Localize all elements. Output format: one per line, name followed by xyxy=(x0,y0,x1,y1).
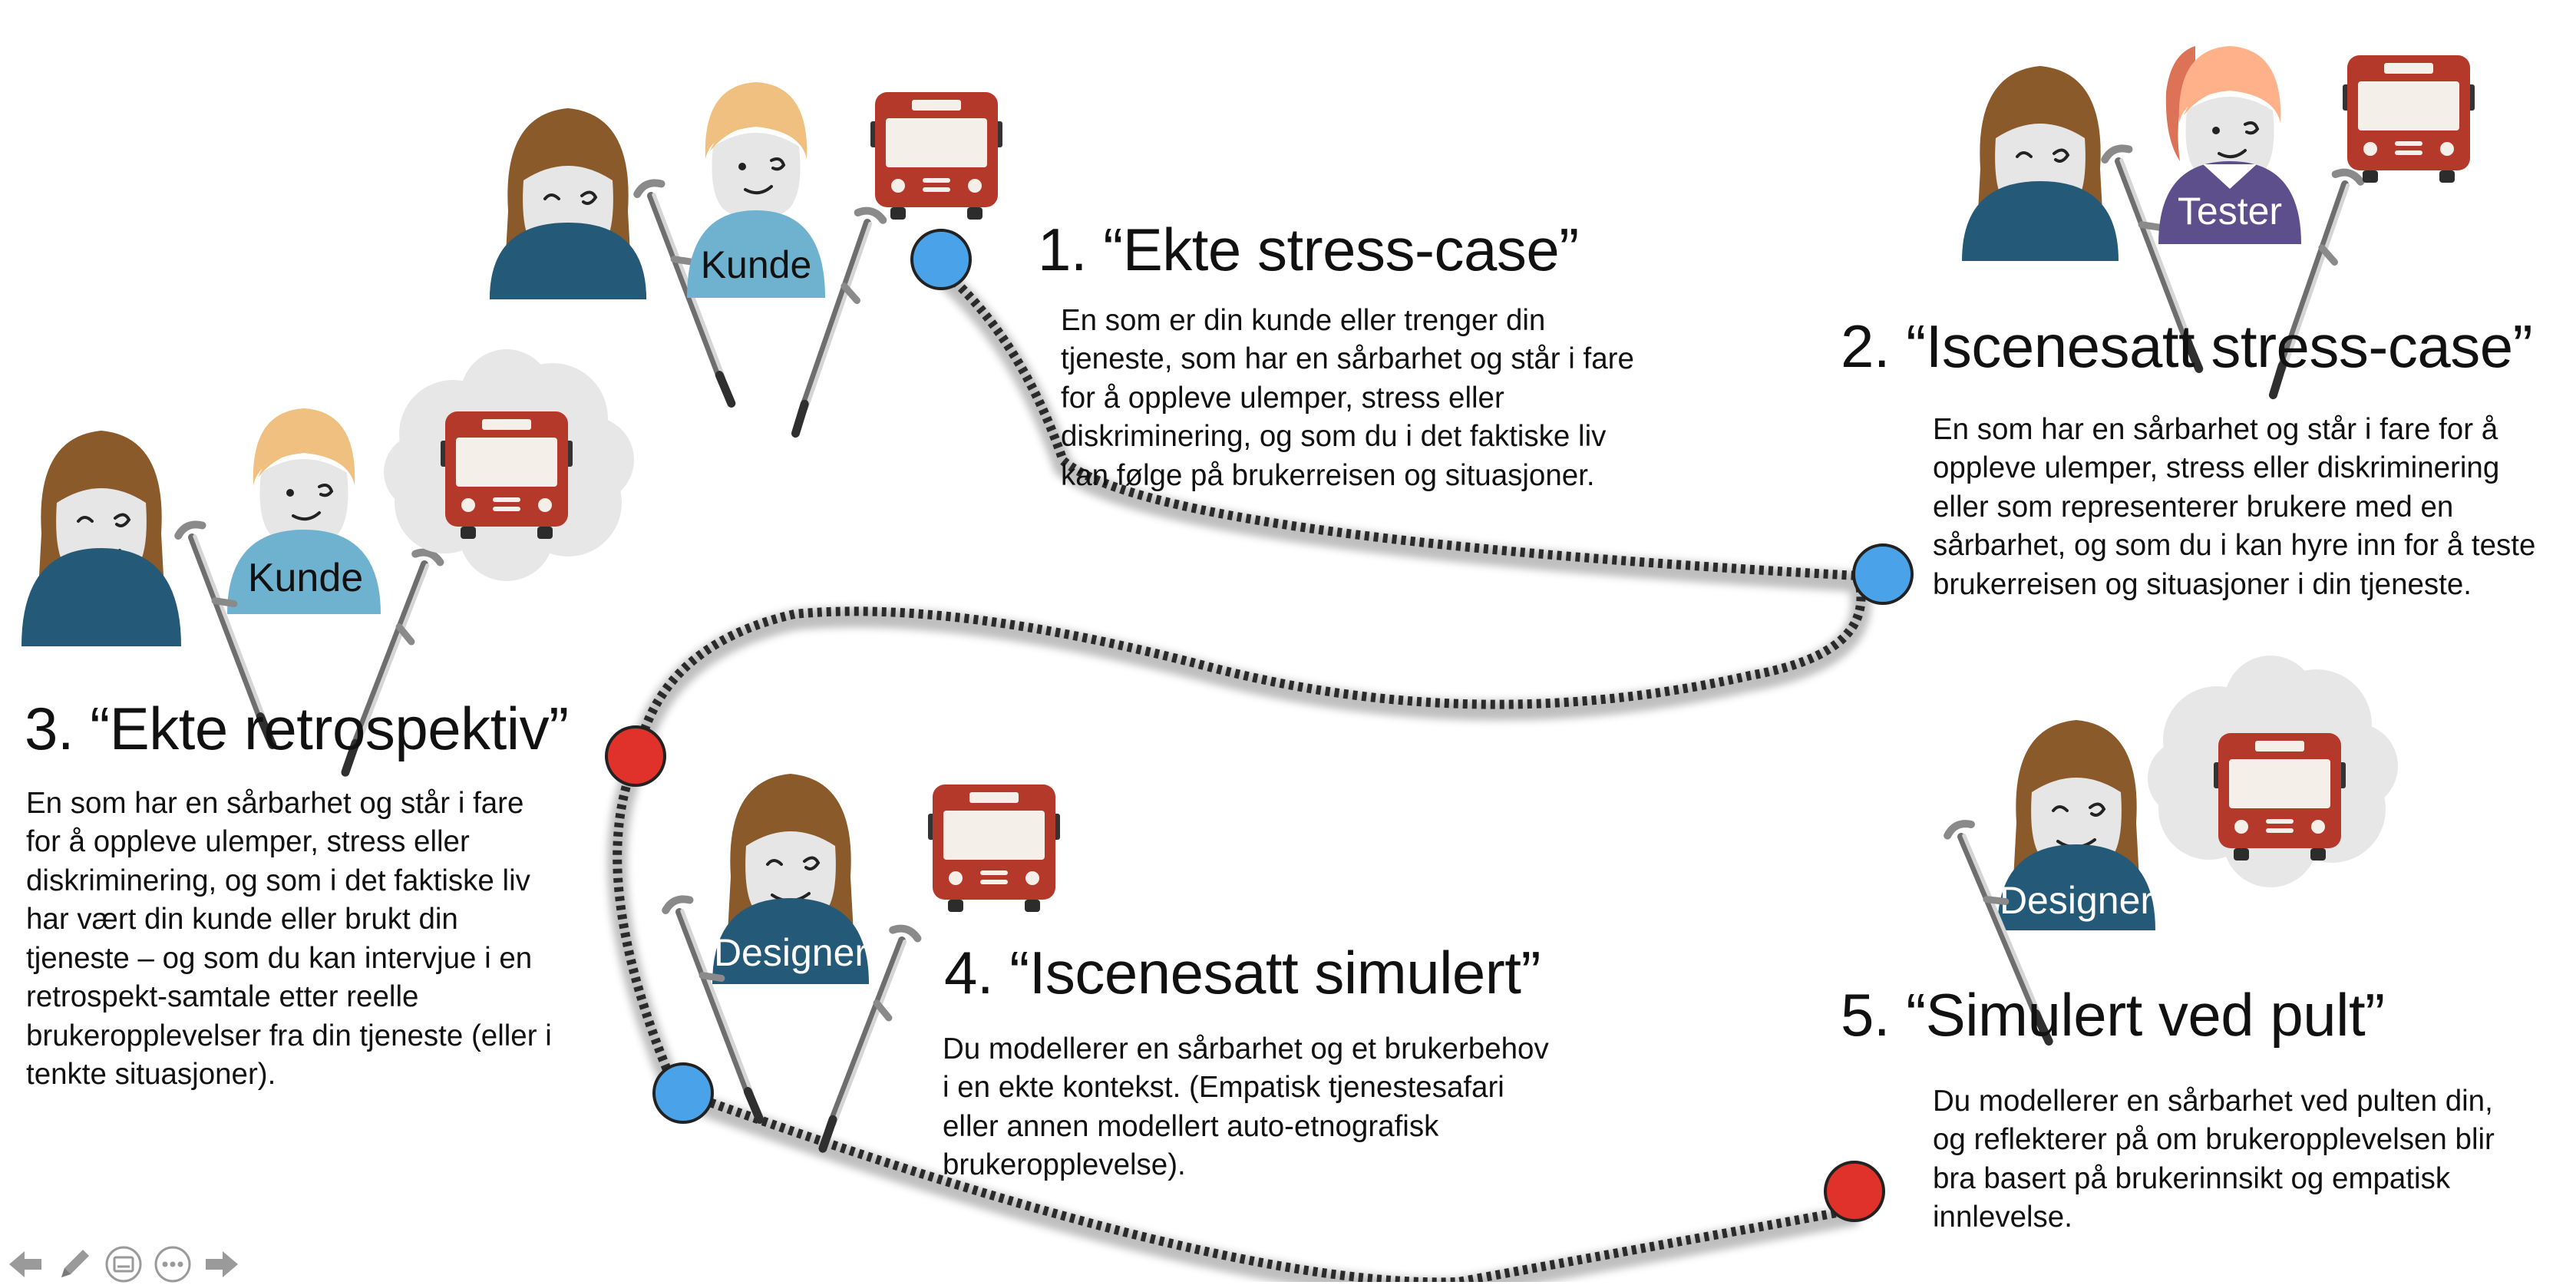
group-5-illustration: Designer xyxy=(1945,656,2398,1048)
blonde-person-icon: Kunde xyxy=(687,81,825,298)
blonde-person-icon: Kunde xyxy=(227,407,381,614)
step-1-description: En som er din kunde eller trenger din tj… xyxy=(1061,304,1634,492)
redhead-tester-icon: Tester xyxy=(2158,45,2301,244)
route-marker-icon xyxy=(910,229,972,290)
subtitle-icon[interactable] xyxy=(103,1244,144,1285)
bus-icon xyxy=(2214,733,2346,861)
presentation-toolbar xyxy=(5,1244,243,1285)
bus-icon xyxy=(2343,55,2475,183)
woman-brown-hair-icon: Designer xyxy=(1997,718,2155,930)
route-marker-icon xyxy=(605,725,666,787)
group-3-illustration: Kunde xyxy=(21,349,634,777)
designer-label: Designer xyxy=(2000,879,2153,922)
group-1-illustration: Kunde xyxy=(490,81,1002,438)
step-3-title: 3. “Ekte retrospektiv” xyxy=(25,695,569,762)
pen-icon[interactable] xyxy=(54,1244,95,1285)
more-icon[interactable] xyxy=(152,1244,193,1285)
designer-label: Designer xyxy=(714,931,867,974)
next-arrow-icon[interactable] xyxy=(201,1244,243,1285)
step-1-title: 1. “Ekte stress-case” xyxy=(1038,216,1579,283)
kunde-label: Kunde xyxy=(248,556,363,600)
bus-icon xyxy=(870,92,1002,220)
tester-label: Tester xyxy=(2178,190,2282,233)
woman-brown-hair-icon xyxy=(1962,64,2119,261)
prev-arrow-icon[interactable] xyxy=(5,1244,46,1285)
bus-icon xyxy=(928,785,1060,912)
route-markers xyxy=(605,229,1914,1222)
step-5-description: Du modellerer en sårbarhet ved pulten di… xyxy=(1933,1085,2495,1234)
step-5-title: 5. “Simulert ved pult” xyxy=(1841,981,2385,1049)
step-2-title: 2. “Iscenesatt stress-case” xyxy=(1841,312,2533,380)
route-marker-icon xyxy=(1824,1161,1885,1222)
step-2-description: En som har en sårbarhet og står i fare f… xyxy=(1933,413,2536,601)
step-4-description: Du modellerer en sårbarhet og et brukerb… xyxy=(943,1032,1549,1182)
step-3-description: En som har en sårbarhet og står i fare f… xyxy=(26,787,552,1091)
route-marker-icon xyxy=(652,1062,714,1124)
step-4-title: 4. “Iscenesatt simulert” xyxy=(944,939,1541,1006)
woman-brown-hair-icon: Designer xyxy=(712,772,869,984)
group-4-illustration: Designer xyxy=(664,772,1060,1153)
route-marker-icon xyxy=(1852,543,1914,605)
kunde-label: Kunde xyxy=(701,243,812,286)
woman-brown-hair-icon xyxy=(490,107,646,299)
group-2-illustration: Tester xyxy=(1962,45,2475,399)
woman-brown-hair-icon xyxy=(21,429,181,646)
bus-icon xyxy=(441,411,573,539)
